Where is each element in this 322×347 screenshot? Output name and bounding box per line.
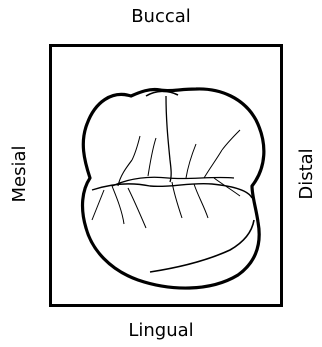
distal-groove-d [214,178,240,196]
mesial-groove-e [92,190,104,220]
lingual-cusp-contour [150,220,254,272]
distal-groove-e [194,184,208,218]
buccal-marginal-ridge [146,91,178,96]
distal-groove-c [222,130,240,150]
distal-groove-a [186,144,196,178]
mesial-groove-c [148,138,156,176]
distal-groove-b [204,150,222,178]
mesial-groove-d [112,186,124,224]
buccal-groove [166,96,171,182]
mesial-groove-b [132,136,140,160]
mesial-groove-f [128,188,146,228]
distal-groove-f [172,182,182,218]
mesial-groove-a [118,160,132,186]
